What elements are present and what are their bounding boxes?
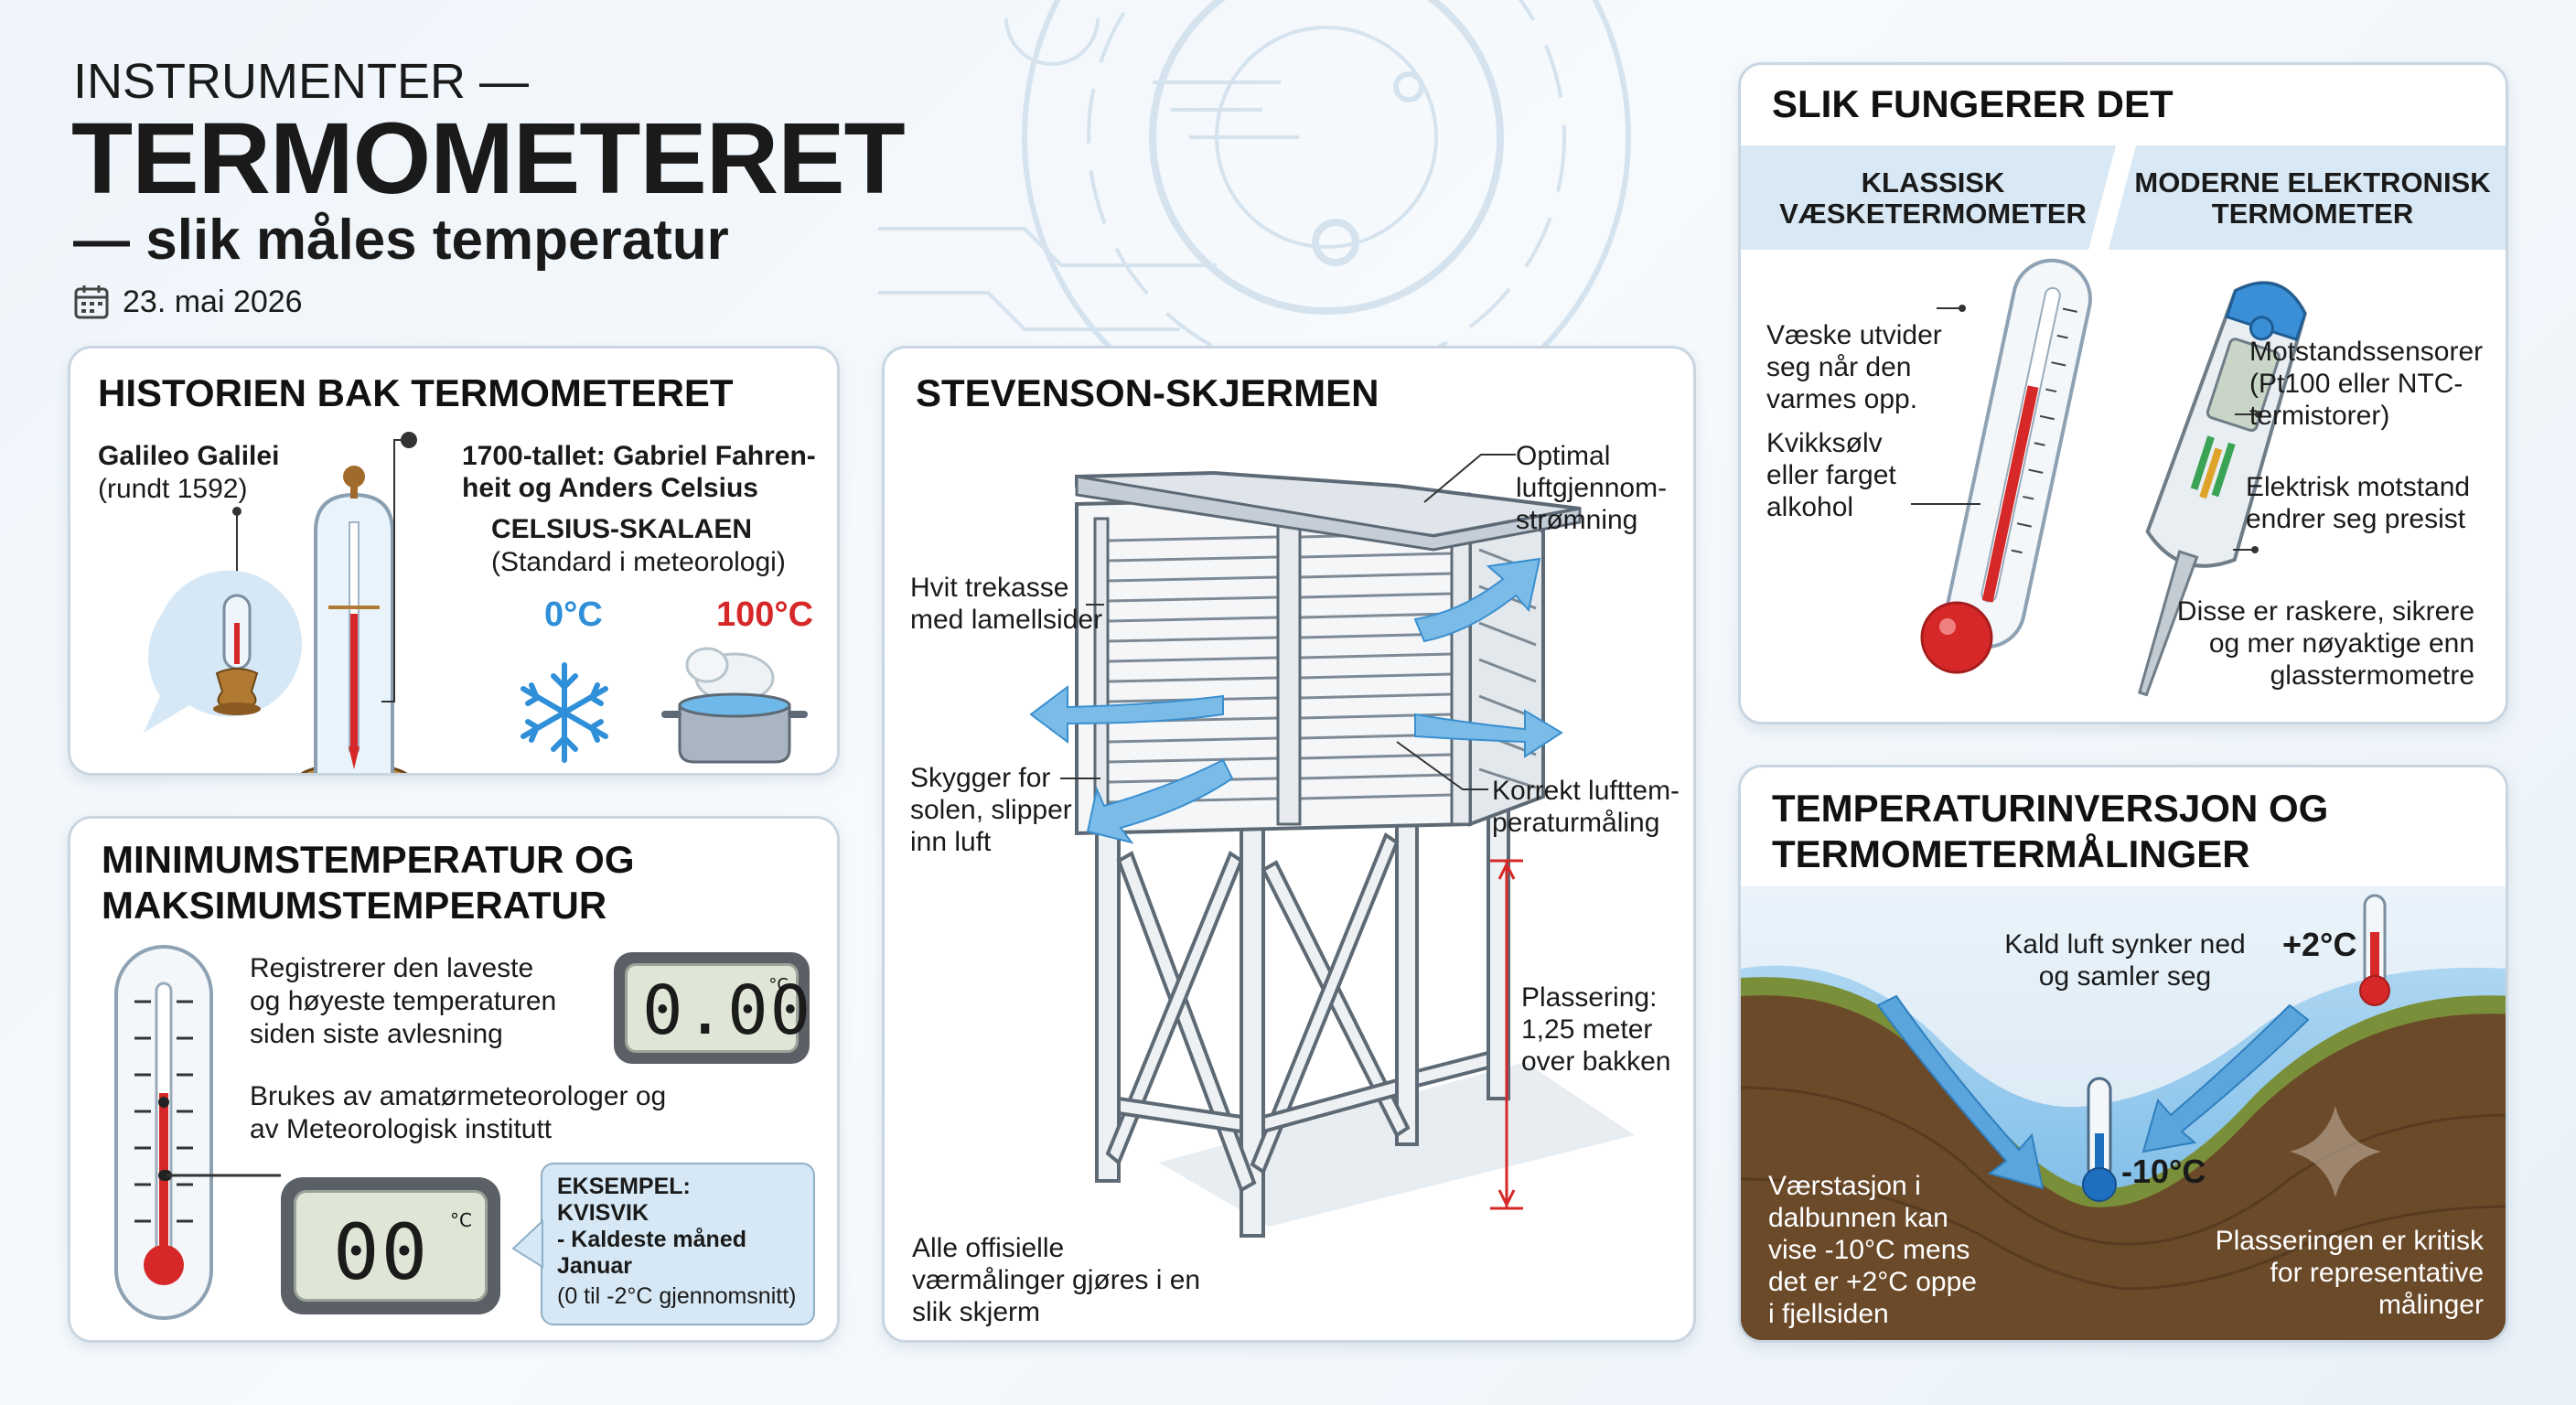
publish-date: 23. mai 2026 bbox=[123, 284, 303, 319]
how-title: SLIK FUNGERER DET bbox=[1772, 82, 2174, 125]
freeze-boil-illustration bbox=[521, 647, 808, 764]
boil-point-label: 100°C bbox=[716, 595, 814, 634]
label-correct-measurement: Korrekt lufttem- peraturmåling bbox=[1492, 776, 1680, 838]
example-callout-pointer bbox=[511, 1218, 543, 1269]
inversion-title: TEMPERATURINVERSJON OG TERMOMETERMÅLINGE… bbox=[1772, 787, 2329, 875]
example-callout: EKSEMPEL: KVISVIK - Kaldeste måned Janua… bbox=[541, 1163, 815, 1325]
classic-thermometer-icon bbox=[1920, 258, 2092, 674]
example-note: (0 til -2°C gjennomsnitt) bbox=[557, 1283, 797, 1309]
lcd-min-unit: °C bbox=[450, 1209, 472, 1231]
snowflake-icon bbox=[521, 662, 608, 763]
celsius-scale-subtitle: (Standard i meteorologi) bbox=[491, 547, 786, 577]
valley-inversion-illustration bbox=[1741, 886, 2506, 1340]
page-title: TERMOMETERET bbox=[71, 102, 906, 215]
thermometer-comparison-illustration bbox=[1911, 258, 2307, 697]
label-airflow: Optimal luftgjennom- strømning bbox=[1516, 441, 1668, 535]
cold-thermometer-icon bbox=[2082, 1077, 2117, 1202]
sensor-text: Motstandssensorer (Pt100 eller NTC- term… bbox=[2249, 337, 2484, 431]
column-divider bbox=[2088, 145, 2136, 250]
lcd-max-value: 0.00 bbox=[642, 971, 813, 1050]
example-title: EKSEMPEL: KVISVIK bbox=[557, 1174, 691, 1226]
stevenson-title: STEVENSON-SKJERMEN bbox=[916, 371, 1379, 414]
sparkle-icon bbox=[2290, 1106, 2381, 1197]
lcd-max-unit: °C bbox=[768, 975, 789, 994]
lcd-min-value: 00 bbox=[333, 1207, 430, 1297]
header-kicker: INSTRUMENTER — bbox=[73, 54, 529, 109]
column-classic-header: KLASSISK VÆSKETERMOMETER bbox=[1779, 166, 2087, 230]
inversion-panel: TEMPERATURINVERSJON OG TERMOMETERMÅLINGE… bbox=[1738, 765, 2508, 1343]
cold-temp-label: -10°C bbox=[2121, 1153, 2206, 1190]
minmax-description: Registrerer den laveste og høyeste tempe… bbox=[250, 953, 557, 1049]
warm-temp-label: +2°C bbox=[2282, 926, 2357, 963]
history-timeline-connector bbox=[381, 432, 417, 702]
minmax-usage: Brukes av amatørmeteorologer og av Meteo… bbox=[250, 1081, 667, 1144]
stevenson-panel: STEVENSON-SKJERMEN bbox=[882, 346, 1696, 1343]
cold-air-text: Kald luft synker ned og samler seg bbox=[2004, 929, 2246, 992]
liquid-expands-text: Væske utvider seg når den varmes opp. bbox=[1766, 320, 1942, 414]
warm-thermometer-icon bbox=[2359, 894, 2390, 1006]
label-placement-height: Plassering: 1,25 meter over bakken bbox=[1521, 982, 1671, 1077]
page-subtitle: — slik måles temperatur bbox=[73, 209, 729, 272]
digital-display-max: 0.00 °C bbox=[614, 952, 810, 1064]
electronic-thermometer-icon bbox=[2138, 281, 2307, 697]
history-title: HISTORIEN BAK TERMOMETERET bbox=[98, 371, 734, 414]
critical-placement-text: Plasseringen er kritisk for representati… bbox=[2215, 1226, 2484, 1320]
galileo-year: (rundt 1592) bbox=[98, 474, 248, 504]
how-it-works-panel: SLIK FUNGERER DET KLASSISK VÆSKETERMOMET… bbox=[1738, 62, 2508, 724]
history-panel: HISTORIEN BAK TERMOMETERET Galileo Galil… bbox=[68, 346, 840, 776]
label-official: Alle offisielle værmålinger gjøres i en … bbox=[912, 1233, 1201, 1327]
example-text: - Kaldeste måned Januar bbox=[557, 1227, 747, 1279]
column-electronic-header: MODERNE ELEKTRONISK TERMOMETER bbox=[2134, 166, 2491, 230]
celsius-scale-title: CELSIUS-SKALAEN bbox=[491, 514, 753, 544]
label-shade: Skygger for solen, slipper inn luft bbox=[910, 763, 1072, 857]
digital-display-min: 00 °C bbox=[281, 1177, 500, 1314]
minmax-title: MINIMUMSTEMPERATUR OG MAKSIMUMSTEMPERATU… bbox=[102, 838, 635, 927]
stevenson-screen-illustration bbox=[1029, 454, 1635, 1238]
label-white-box: Hvit trekasse med lamellsider bbox=[910, 573, 1103, 635]
galileo-name: Galileo Galilei bbox=[98, 441, 280, 471]
calendar-icon bbox=[74, 285, 109, 319]
resistance-text: Elektrisk motstand endrer seg presist bbox=[2246, 472, 2471, 534]
boiling-pot-icon bbox=[661, 647, 808, 764]
minmax-thermometer-illustration bbox=[114, 945, 213, 1320]
galileo-thermoscope-illustration bbox=[144, 466, 408, 773]
station-text: Værstasjon i dalbunnen kan vise -10°C me… bbox=[1768, 1171, 1977, 1329]
advantages-text: Disse er raskere, sikrere og mer nøyakti… bbox=[2176, 596, 2474, 691]
era-text: 1700-tallet: Gabriel Fahren- heit og And… bbox=[462, 441, 816, 503]
minmax-panel: MINIMUMSTEMPERATUR OG MAKSIMUMSTEMPERATU… bbox=[68, 816, 840, 1343]
min-marker-connector bbox=[161, 1170, 281, 1181]
freeze-point-label: 0°C bbox=[544, 595, 603, 634]
liquid-type-text: Kvikksølv eller farget alkohol bbox=[1766, 428, 1896, 522]
